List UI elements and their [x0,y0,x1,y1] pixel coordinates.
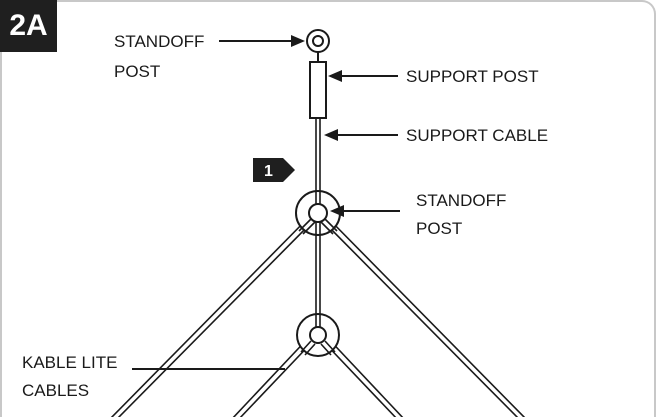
label-support-cable: SUPPORT CABLE [406,126,548,145]
label-standoff-post-mid-line1: STANDOFF [416,191,506,210]
arrow-head-support-cable [324,129,338,141]
arrow-head-standoff-top [291,35,305,47]
kable-lite-cables [110,213,526,417]
support-post [309,61,327,119]
arrow-head-support-post [328,70,342,82]
label-support-post: SUPPORT POST [406,67,539,86]
cable-through-ring [298,191,338,235]
label-standoff-post-top-line2: POST [114,62,160,81]
step-number: 1 [264,163,273,180]
label-standoff-post-mid-line2: POST [416,219,462,238]
step-marker-1: 1 [253,158,295,182]
label-kable-lite-line1: KABLE LITE [22,353,117,372]
figure-tag: 2A [0,0,57,52]
label-kable-lite-line2: CABLES [22,381,89,400]
arrow-head-standoff-mid [330,205,344,217]
label-standoff-post-top-line1: STANDOFF [114,32,204,51]
cable-through-lower-ring [300,314,336,356]
top-standoff-post [306,29,330,62]
callout-arrows [132,35,400,370]
